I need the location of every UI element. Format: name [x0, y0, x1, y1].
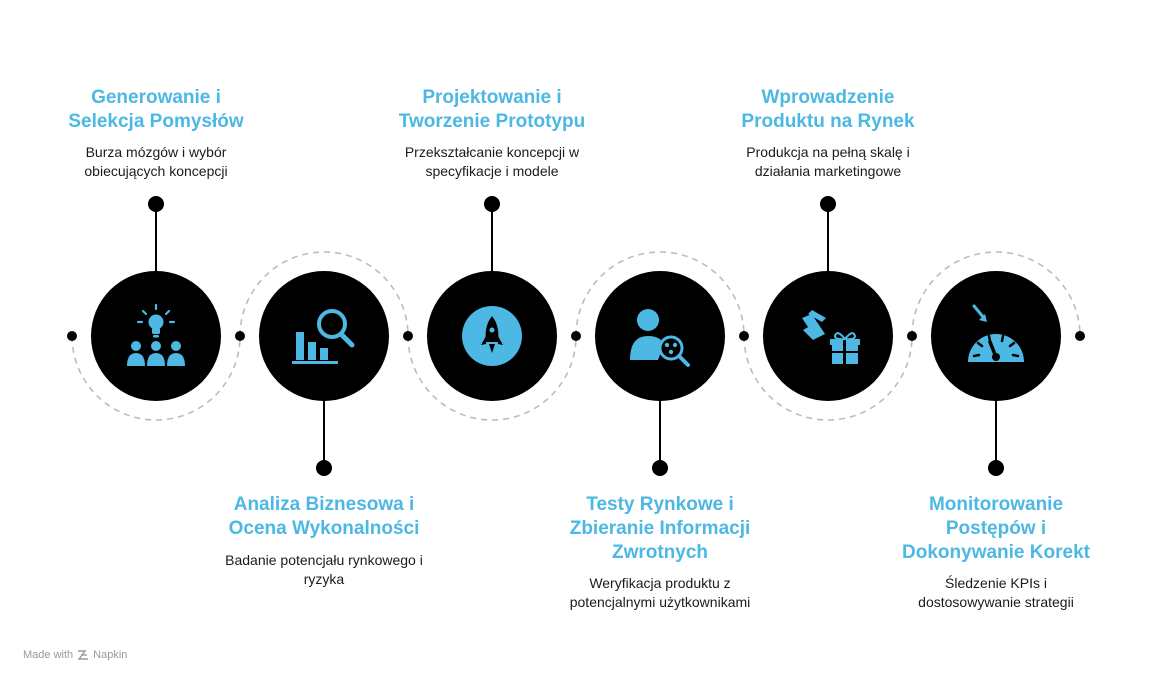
step-4-title: Testy Rynkowe i Zbieranie Informacji Zwr… — [545, 493, 775, 565]
junction-dot — [403, 331, 413, 341]
user-search-icon — [630, 309, 690, 367]
stem-dot-6 — [988, 460, 1004, 476]
stem-dot-5 — [820, 196, 836, 212]
node-5 — [763, 271, 893, 401]
step-2-description: Badanie potencjału rynkowego i ryzyka — [209, 551, 439, 589]
junction-dots — [67, 331, 1085, 341]
lightbulb-team-icon — [127, 303, 185, 366]
stem-dot-3 — [484, 196, 500, 212]
step-1-title-line: Selekcja Pomysłów — [68, 111, 244, 132]
step-4-title-line: Zbieranie Informacji — [569, 518, 751, 539]
junction-dot — [1075, 331, 1085, 341]
arc-top-6 — [911, 251, 1081, 337]
step-3-desc-line: specyfikacje i modele — [425, 163, 559, 179]
arc-bottom-3 — [407, 335, 577, 421]
step-3-desc-line: Przekształcanie koncepcji w — [404, 144, 580, 160]
step-4-title-line: Testy Rynkowe i — [586, 494, 734, 515]
gauge-icon — [968, 304, 1024, 362]
dashed-connector — [71, 251, 1081, 421]
step-2-title-line: Ocena Wykonalności — [228, 518, 420, 539]
step-6-description: Śledzenie KPIs i dostosowywanie strategi… — [881, 574, 1111, 612]
step-4-description: Weryfikacja produktu z potencjalnymi uży… — [545, 574, 775, 612]
napkin-brand: Napkin — [93, 649, 128, 661]
step-1-description: Burza mózgów i wybór obiecujących koncep… — [41, 143, 271, 181]
junction-dot — [571, 331, 581, 341]
arc-bottom-1 — [71, 335, 241, 421]
junction-dot — [739, 331, 749, 341]
stem-dot-2 — [316, 460, 332, 476]
node-4 — [595, 271, 725, 401]
stem-dot-1 — [148, 196, 164, 212]
made-with-footer: Made with Napkin — [23, 649, 127, 661]
step-4-desc-line: Weryfikacja produktu z — [589, 575, 731, 591]
step-1-title-line: Generowanie i — [91, 87, 221, 108]
napkin-logo-icon — [77, 650, 89, 660]
rocket-icon — [462, 306, 522, 366]
step-3-description: Przekształcanie koncepcji w specyfikacje… — [377, 143, 607, 181]
step-5-title-line: Wprowadzenie — [761, 87, 895, 108]
step-2-desc-line: Badanie potencjału rynkowego i — [225, 552, 423, 568]
stems — [155, 204, 997, 468]
junction-dot — [235, 331, 245, 341]
step-6-title-line: Dokonywanie Korekt — [902, 542, 1090, 563]
step-4-desc-line: potencjalnymi użytkownikami — [569, 594, 751, 610]
step-1-desc-line: obiecujących koncepcji — [84, 163, 228, 179]
step-6-title-line: Monitorowanie — [928, 494, 1064, 515]
step-1-desc-line: Burza mózgów i wybór — [85, 144, 227, 160]
step-6-title: Monitorowanie Postępów i Dokonywanie Kor… — [881, 493, 1111, 565]
arc-top-4 — [575, 251, 745, 337]
step-5-title: Wprowadzenie Produktu na Rynek — [713, 86, 943, 134]
step-5-desc-line: Produkcja na pełną skalę i — [746, 144, 910, 160]
step-5-desc-line: działania marketingowe — [754, 163, 902, 179]
step-4-title-line: Zwrotnych — [611, 542, 709, 563]
arc-bottom-5 — [743, 335, 913, 421]
junction-dot — [67, 331, 77, 341]
step-2-desc-line: ryzyka — [303, 571, 345, 587]
step-3-title-line: Projektowanie i — [422, 87, 562, 108]
junction-dot — [907, 331, 917, 341]
step-5-description: Produkcja na pełną skalę i działania mar… — [713, 143, 943, 181]
step-5-title-line: Produktu na Rynek — [741, 111, 915, 132]
step-6-title-line: Postępów i — [945, 518, 1047, 539]
made-with-label: Made with — [23, 649, 74, 661]
arc-top-2 — [239, 251, 409, 337]
chart-magnifier-icon — [292, 309, 355, 364]
stem-dot-4 — [652, 460, 668, 476]
launch-gift-icon — [802, 310, 860, 364]
stem-end-dots — [148, 196, 1004, 476]
step-1-title: Generowanie i Selekcja Pomysłów — [41, 86, 271, 134]
step-6-desc-line: Śledzenie KPIs i — [945, 575, 1047, 591]
step-3-title-line: Tworzenie Prototypu — [398, 111, 586, 132]
step-2-title-line: Analiza Biznesowa i — [233, 494, 415, 515]
step-6-desc-line: dostosowywanie strategii — [918, 594, 1074, 610]
step-3-title: Projektowanie i Tworzenie Prototypu — [377, 86, 607, 134]
step-2-title: Analiza Biznesowa i Ocena Wykonalności — [209, 493, 439, 541]
